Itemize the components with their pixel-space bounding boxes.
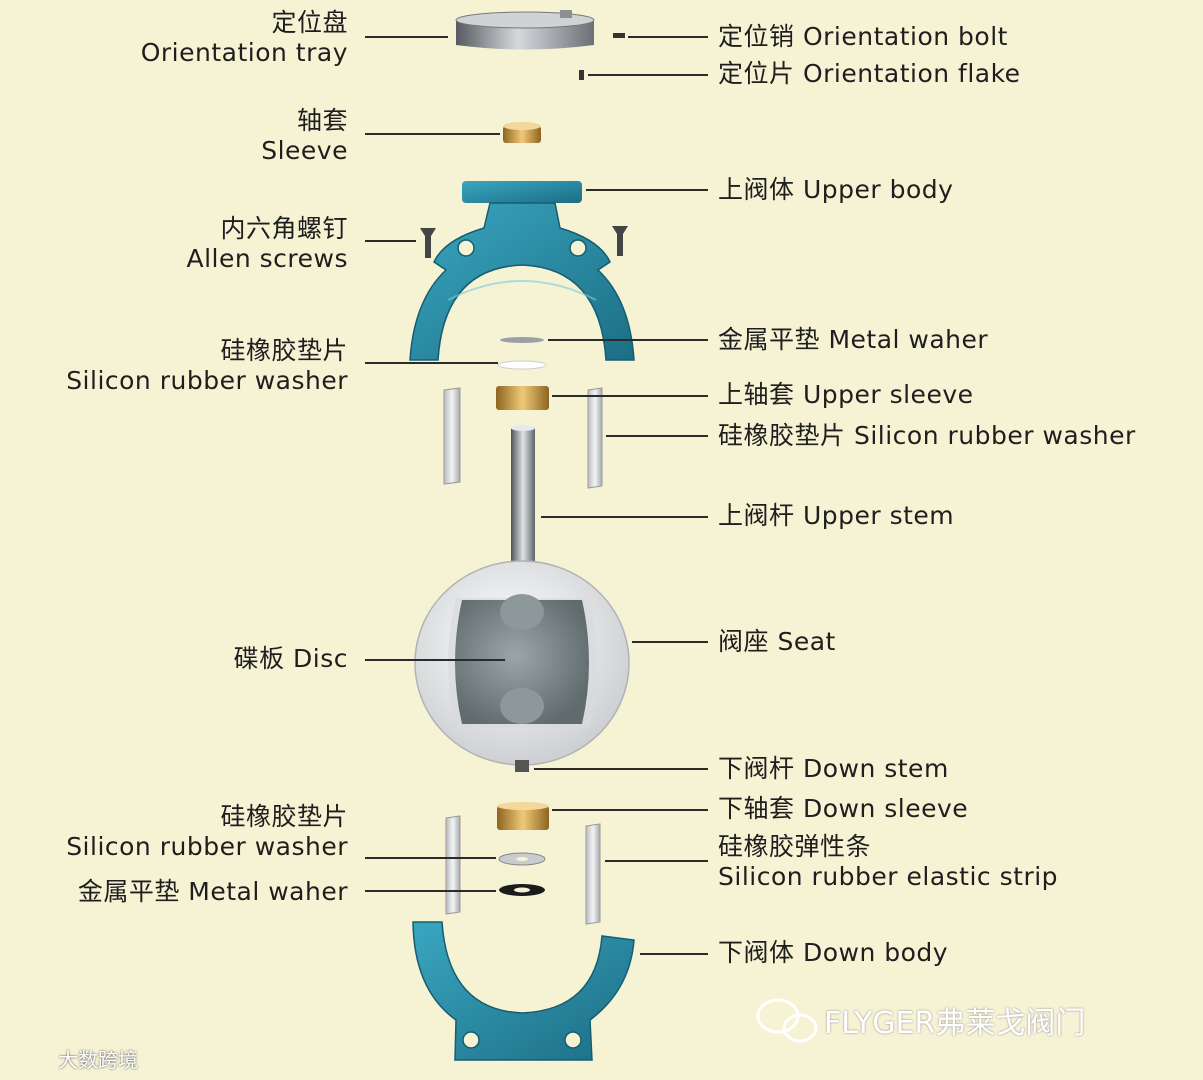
label-metal-waher-bottom: 金属平垫 Metal waher — [77, 877, 348, 906]
orientation-bolt-part — [613, 33, 625, 38]
label-orientation-flake: 定位片 Orientation flake — [718, 59, 1021, 88]
upper-stem-part — [511, 425, 535, 564]
label-allen-screws: 内六角螺钉 Allen screws — [186, 214, 348, 274]
down-sleeve-part — [497, 802, 549, 830]
label-upper-stem: 上阀杆 Upper stem — [718, 501, 955, 530]
rubber-strip-lower-right — [585, 823, 601, 925]
label-silicon-washer-bottom-en: Silicon rubber washer — [66, 832, 348, 861]
label-elastic-strip-cn: 硅橡胶弹性条 — [718, 832, 872, 861]
label-orientation-bolt: 定位销 Orientation bolt — [718, 22, 1008, 51]
orientation-tray-part — [455, 10, 595, 50]
orientation-flake-part — [579, 70, 584, 80]
label-elastic-strip: 硅橡胶弹性条 Silicon rubber elastic strip — [718, 832, 1058, 892]
label-upper-body: 上阀体 Upper body — [718, 175, 954, 204]
brand-watermark: FLYGER弗莱戈阀门 — [824, 1006, 1086, 1041]
label-sleeve-cn: 轴套 — [296, 106, 348, 135]
leader-lines — [365, 36, 708, 955]
metal-washer-bottom-part — [499, 884, 545, 896]
metal-washer-top-part — [500, 337, 544, 343]
label-orientation-tray-cn: 定位盘 — [271, 8, 348, 37]
upper-sleeve-part — [496, 386, 549, 410]
label-silicon-washer-right: 硅橡胶垫片 Silicon rubber washer — [718, 421, 1136, 450]
label-upper-sleeve: 上轴套 Upper sleeve — [718, 380, 974, 409]
label-disc: 碟板 Disc — [233, 644, 348, 673]
label-silicon-washer-top: 硅橡胶垫片 Silicon rubber washer — [66, 336, 348, 396]
wechat-icon — [756, 998, 818, 1043]
down-body-part — [412, 921, 635, 1061]
rubber-strip-upper-left — [443, 387, 461, 485]
rubber-strip-upper-right — [587, 387, 603, 489]
label-metal-waher-top: 金属平垫 Metal waher — [718, 325, 989, 354]
label-down-sleeve: 下轴套 Down sleeve — [718, 794, 969, 823]
label-elastic-strip-en: Silicon rubber elastic strip — [718, 862, 1059, 891]
label-sleeve-en: Sleeve — [261, 136, 348, 165]
disc-part — [455, 594, 589, 724]
label-silicon-washer-top-en: Silicon rubber washer — [66, 366, 348, 395]
silicon-washer-bottom-part — [498, 852, 546, 866]
rubber-strip-lower-left — [445, 815, 461, 915]
label-down-body: 下阀体 Down body — [718, 938, 949, 967]
label-silicon-washer-top-cn: 硅橡胶垫片 — [220, 336, 348, 365]
label-seat: 阀座 Seat — [718, 627, 836, 656]
upper-body-part — [409, 181, 635, 361]
down-stem-part — [515, 760, 529, 772]
source-watermark: 大数跨境 — [58, 1048, 138, 1072]
sleeve-part — [503, 122, 541, 143]
label-silicon-washer-bottom: 硅橡胶垫片 Silicon rubber washer — [66, 802, 348, 862]
label-sleeve: 轴套 Sleeve — [261, 106, 348, 166]
label-down-stem: 下阀杆 Down stem — [718, 754, 949, 783]
silicon-washer-top-part — [497, 360, 547, 370]
label-allen-en: Allen screws — [186, 244, 348, 273]
label-orientation-tray: 定位盘 Orientation tray — [141, 8, 348, 68]
label-allen-cn: 内六角螺钉 — [220, 214, 348, 243]
label-orientation-tray-en: Orientation tray — [140, 38, 348, 67]
label-silicon-washer-bottom-cn: 硅橡胶垫片 — [220, 802, 348, 831]
allen-screws-part — [420, 226, 628, 258]
